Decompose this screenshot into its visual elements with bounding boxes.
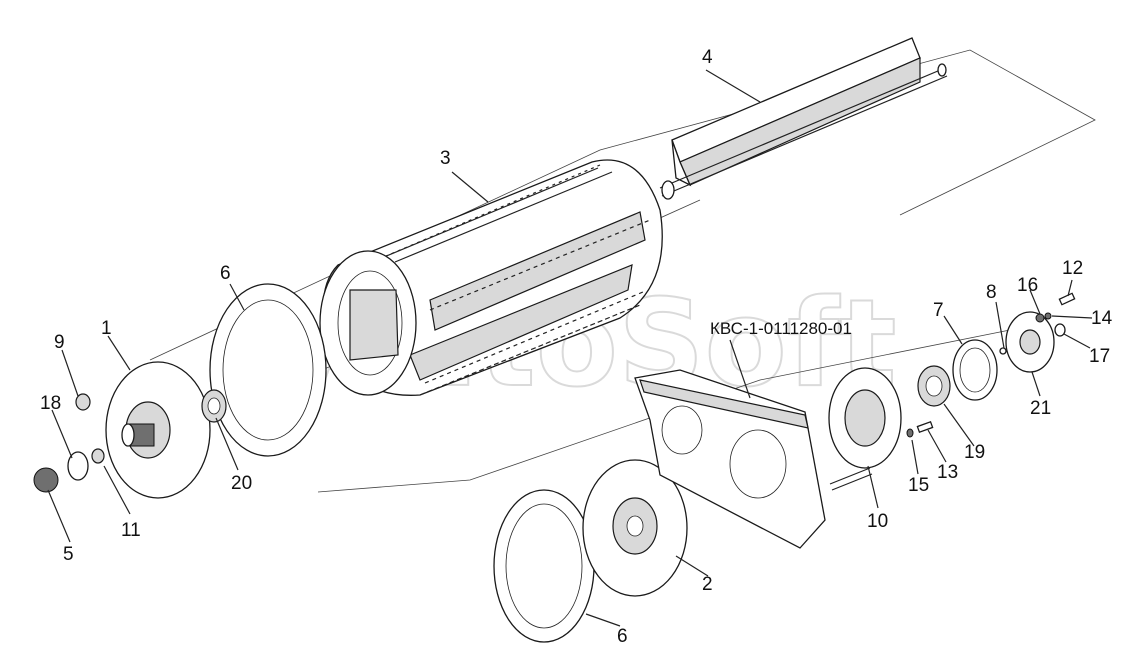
- bearing-part: [201, 389, 227, 423]
- beam-shaft-part: [659, 37, 948, 200]
- drum-part: [319, 159, 663, 396]
- callout-11: 11: [121, 520, 141, 541]
- callout-8: 8: [986, 282, 997, 303]
- callout-19: 19: [964, 442, 985, 463]
- callout-12: 12: [1062, 258, 1083, 279]
- flange-part: [105, 361, 211, 499]
- callout-18: 18: [40, 393, 61, 414]
- right-fasteners: [906, 292, 1076, 438]
- leader-lines: [47, 69, 1093, 627]
- right-ring-parts: [917, 311, 1055, 407]
- callout-5: 5: [63, 544, 74, 565]
- callout-21: 21: [1030, 398, 1051, 419]
- housing-part: [828, 367, 902, 469]
- callout-16: 16: [1017, 275, 1038, 296]
- callout-1: 1: [101, 318, 112, 339]
- callout-15: 15: [908, 475, 929, 496]
- assembly-code-label: КВС-1-0111280-01: [710, 319, 852, 338]
- callout-4: 4: [702, 47, 713, 68]
- callout-6-upper: 6: [220, 263, 231, 284]
- gasket-upper-part: [209, 283, 327, 457]
- callout-20: 20: [231, 473, 252, 494]
- callout-13: 13: [937, 462, 958, 483]
- callout-2: 2: [702, 574, 713, 595]
- callout-6-lower: 6: [617, 626, 628, 647]
- callout-3: 3: [440, 148, 451, 169]
- bracket-part: [634, 369, 873, 549]
- callout-10: 10: [867, 511, 888, 532]
- callout-17: 17: [1089, 346, 1110, 367]
- left-fasteners: [33, 393, 105, 493]
- disc-and-gasket-lower: [493, 459, 688, 643]
- callout-14: 14: [1091, 308, 1113, 329]
- callout-9: 9: [54, 332, 65, 353]
- callout-7: 7: [933, 300, 944, 321]
- callout-labels: 1 2 3 4 5 6 6 7 8 9 10 11 12 13 14 15 16…: [40, 47, 1113, 647]
